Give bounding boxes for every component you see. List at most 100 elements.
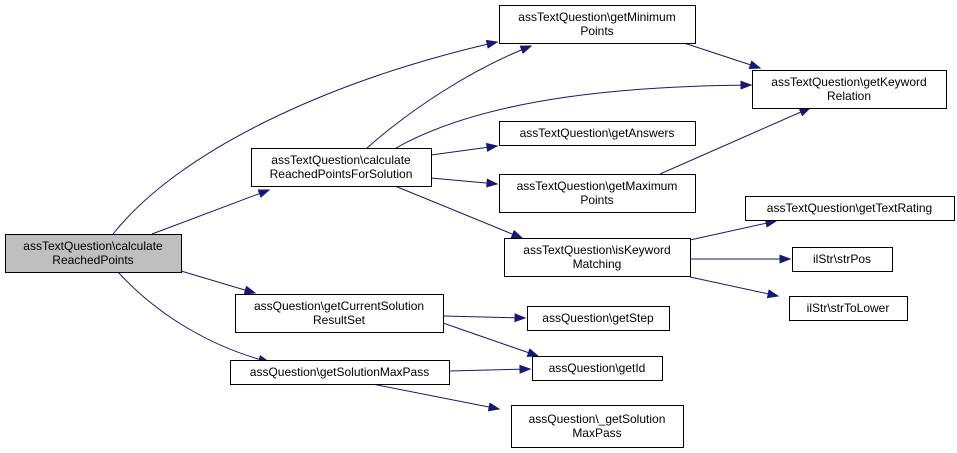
- function-node-_getSolutionMaxPass[interactable]: assQuestion\_getSolutionMaxPass: [511, 405, 684, 448]
- arrowhead-icon: [485, 142, 499, 152]
- call-edge-isKeywordMatching-to-strToLower: [689, 276, 780, 299]
- node-label-line: assQuestion\getId: [549, 361, 646, 375]
- node-label-line: assQuestion\getStep: [542, 311, 654, 325]
- call-edge-getCurrentSolutionResultSet-to-getStep: [442, 313, 527, 323]
- node-label-line: Relation: [827, 89, 871, 103]
- call-edge-root-to-calcReachedForSolution: [151, 189, 271, 235]
- arrowhead-icon: [510, 229, 524, 239]
- node-box: [499, 121, 696, 146]
- node-label-line: assTextQuestion\calculate: [23, 239, 163, 253]
- edge-line: [117, 271, 270, 363]
- call-edge-calcReachedForSolution-to-getMinimumPoints: [366, 45, 533, 149]
- node-label-line: ilStr\strPos: [813, 252, 871, 266]
- node-label-line: MaxPass: [572, 426, 621, 440]
- function-node-strPos[interactable]: ilStr\strPos: [792, 247, 893, 272]
- edge-line: [659, 107, 811, 175]
- node-box: [499, 5, 696, 44]
- arrowhead-icon: [257, 189, 271, 198]
- call-graph-edges: [112, 39, 812, 412]
- call-edge-getSolutionMaxPass-to-getId: [448, 364, 532, 374]
- edge-line: [442, 315, 526, 319]
- call-edge-getMinimumPoints-to-getKeywordRelation: [683, 42, 762, 70]
- arrowhead-icon: [485, 39, 499, 49]
- call-edge-calcReachedForSolution-to-getMaximumPoints: [430, 177, 499, 188]
- function-node-getAnswers[interactable]: assTextQuestion\getAnswers: [499, 121, 696, 146]
- edge-line: [683, 42, 761, 69]
- arrowhead-icon: [798, 107, 812, 117]
- node-box: [752, 70, 947, 109]
- node-label-line: assQuestion\_getSolution: [529, 412, 666, 426]
- node-label-line: Points: [580, 24, 613, 38]
- node-label-line: ReachedPointsForSolution: [270, 167, 413, 181]
- node-box: [789, 296, 908, 321]
- function-node-getSolutionMaxPass[interactable]: assQuestion\getSolutionMaxPass: [230, 360, 450, 385]
- node-box: [5, 234, 182, 273]
- function-node-getId[interactable]: assQuestion\getId: [532, 356, 663, 381]
- node-label-line: assTextQuestion\getAnswers: [520, 126, 675, 140]
- node-label-line: assQuestion\getSolutionMaxPass: [250, 365, 429, 379]
- node-box: [792, 247, 893, 272]
- arrowhead-icon: [740, 80, 753, 90]
- edge-line: [430, 145, 498, 156]
- arrowhead-icon: [486, 178, 499, 188]
- call-edge-getCurrentSolutionResultSet-to-getId: [442, 322, 540, 357]
- call-edge-calcReachedForSolution-to-isKeywordMatching: [394, 185, 524, 239]
- edge-line: [689, 276, 779, 297]
- node-label-line: assTextQuestion\getMaximum: [517, 179, 678, 193]
- function-node-getTextRating[interactable]: assTextQuestion\getTextRating: [745, 196, 955, 221]
- node-box: [532, 356, 663, 381]
- call-edge-calcReachedForSolution-to-getKeywordRelation: [395, 80, 753, 149]
- arrowhead-icon: [243, 285, 257, 295]
- call-edge-isKeywordMatching-to-getTextRating: [689, 218, 778, 241]
- node-label-line: Matching: [573, 257, 622, 271]
- edge-line: [448, 368, 531, 372]
- arrowhead-icon: [514, 313, 527, 323]
- node-label-line: assTextQuestion\getKeyword: [771, 75, 926, 89]
- edge-line: [442, 322, 539, 357]
- node-label-line: ilStr\strToLower: [807, 301, 890, 315]
- node-label-line: assTextQuestion\getTextRating: [767, 201, 932, 215]
- edge-line: [371, 383, 500, 410]
- call-edge-root-to-getCurrentSolutionResultSet: [180, 270, 257, 295]
- arrowhead-icon: [519, 364, 532, 374]
- node-box: [745, 196, 955, 221]
- arrowhead-icon: [487, 402, 501, 412]
- arrowhead-icon: [526, 348, 540, 357]
- call-edge-root-to-getMinimumPoints: [112, 39, 499, 235]
- node-box: [511, 405, 684, 448]
- node-label-line: assQuestion\getCurrentSolution: [254, 299, 424, 313]
- call-edge-calcReachedForSolution-to-getAnswers: [430, 142, 499, 156]
- edge-line: [395, 84, 752, 149]
- function-node-getStep[interactable]: assQuestion\getStep: [527, 306, 670, 331]
- node-box: [527, 306, 670, 331]
- node-box: [504, 238, 691, 277]
- node-box: [251, 148, 432, 187]
- node-label-line: Points: [580, 193, 613, 207]
- arrowhead-icon: [766, 289, 780, 299]
- function-node-calcReachedForSolution[interactable]: assTextQuestion\calculateReachedPointsFo…: [251, 148, 432, 187]
- edge-line: [366, 45, 532, 149]
- node-label-line: ReachedPoints: [52, 253, 133, 267]
- node-label-line: ResultSet: [313, 313, 366, 327]
- edge-line: [112, 41, 498, 235]
- node-label-line: assTextQuestion\isKeyword: [523, 243, 670, 257]
- call-graph-nodes: assTextQuestion\calculateReachedPointsas…: [5, 5, 955, 448]
- edge-line: [180, 270, 256, 294]
- edge-line: [394, 185, 523, 239]
- edge-line: [151, 189, 270, 235]
- node-label-line: assTextQuestion\calculate: [271, 153, 411, 167]
- edge-line: [689, 220, 777, 241]
- call-edge-isKeywordMatching-to-strPos: [690, 254, 792, 264]
- arrowhead-icon: [779, 254, 792, 264]
- call-edge-getSolutionMaxPass-to-_getSolutionMaxPass: [371, 383, 501, 412]
- function-node-strToLower[interactable]: ilStr\strToLower: [789, 296, 908, 321]
- edge-line: [430, 177, 498, 185]
- node-label-line: assTextQuestion\getMinimum: [518, 10, 675, 24]
